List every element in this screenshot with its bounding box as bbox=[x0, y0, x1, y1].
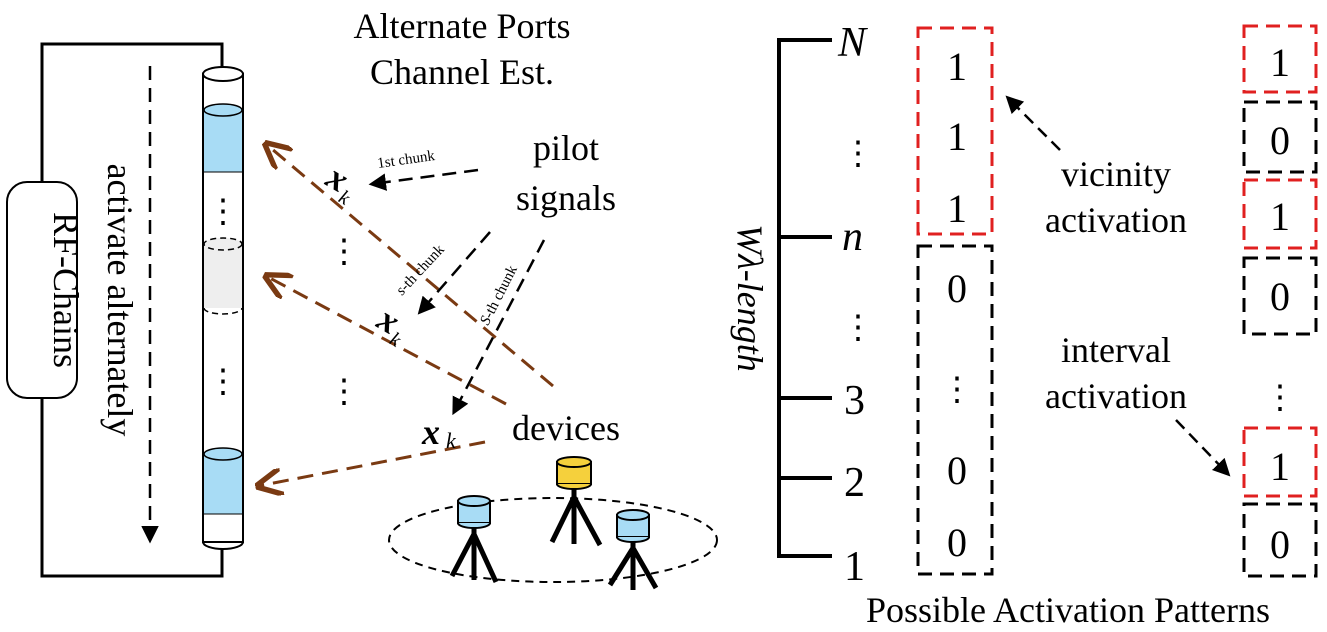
xk-symbol-2: x k bbox=[370, 298, 406, 352]
interval-label-line1: interval bbox=[1061, 330, 1171, 370]
interval-inactive-box bbox=[1242, 256, 1318, 336]
interval-label-line2: activation bbox=[1045, 376, 1187, 416]
index-axis bbox=[777, 38, 832, 558]
tick-ellipsis-lower: ⋮ bbox=[842, 310, 875, 346]
device-blue-left bbox=[449, 495, 499, 584]
rf-circuit bbox=[40, 42, 224, 578]
title-line1: Alternate Ports bbox=[354, 6, 571, 46]
device-blue-right bbox=[607, 509, 659, 590]
vicinity-active-box bbox=[916, 26, 994, 236]
rf-chains-box: RF-Chains bbox=[6, 181, 86, 399]
rf-chains-label: RF-Chains bbox=[46, 212, 86, 368]
chunk-first-label: 1st chunk bbox=[376, 148, 436, 172]
interval-inactive-box bbox=[1242, 100, 1318, 174]
vicinity-inactive-box bbox=[916, 244, 994, 576]
interval-ellipsis: ⋮ bbox=[1264, 380, 1297, 416]
svg-text:x: x bbox=[421, 412, 440, 452]
tick-1: 1 bbox=[844, 544, 865, 590]
interval-bit: 0 bbox=[1270, 274, 1290, 319]
port-active-bottom bbox=[204, 454, 242, 514]
interval-active-box bbox=[1242, 426, 1318, 498]
chunk-S-label: S-th chunk bbox=[477, 263, 521, 328]
interval-pattern-column: 1 0 1 0 ⋮ 1 0 bbox=[1242, 24, 1318, 578]
interval-bit: 1 bbox=[1270, 444, 1290, 489]
device-area bbox=[388, 497, 718, 583]
tick-ellipsis-upper: ⋮ bbox=[842, 136, 875, 172]
port-inactive-middle bbox=[204, 244, 242, 308]
tick-N: N bbox=[837, 20, 868, 66]
port-active-top bbox=[204, 110, 242, 172]
interval-bit: 0 bbox=[1270, 522, 1290, 567]
pilot-label-line2: signals bbox=[516, 178, 616, 218]
signal-ellipsis-upper: ⋮ bbox=[328, 234, 361, 270]
interval-inactive-box bbox=[1242, 502, 1318, 578]
interval-bit: 1 bbox=[1270, 194, 1290, 239]
axis-title: Wλ-length bbox=[730, 224, 770, 372]
xk-symbol-1: x k bbox=[319, 156, 355, 210]
vicinity-bit: 1 bbox=[947, 186, 967, 231]
xk-symbol-3: x k bbox=[421, 412, 457, 453]
caption: Possible Activation Patterns bbox=[866, 590, 1270, 630]
interval-arrow bbox=[1175, 419, 1231, 477]
tick-3: 3 bbox=[844, 378, 865, 424]
chunk-S-rest: -th chunk bbox=[481, 263, 521, 322]
title-line2: Channel Est. bbox=[370, 52, 554, 92]
signal-ellipsis-lower: ⋮ bbox=[328, 374, 361, 410]
pilot-label-line1: pilot bbox=[533, 128, 599, 168]
vicinity-label-line2: activation bbox=[1045, 200, 1187, 240]
interval-active-box bbox=[1242, 24, 1318, 94]
vicinity-bit: 0 bbox=[947, 266, 967, 311]
tube-ellipsis-upper: ⋮ bbox=[207, 194, 240, 230]
vicinity-bit: 1 bbox=[947, 44, 967, 89]
chunk-s-rest: -th chunk bbox=[397, 241, 448, 294]
pilot-arrows bbox=[368, 168, 546, 416]
vicinity-bit: 0 bbox=[947, 520, 967, 565]
svg-text:k: k bbox=[446, 428, 457, 453]
vicinity-label-line1: vicinity bbox=[1061, 154, 1171, 194]
device-yellow bbox=[549, 456, 603, 547]
vicinity-bit: 0 bbox=[947, 448, 967, 493]
interval-active-box bbox=[1242, 178, 1318, 250]
tick-2: 2 bbox=[844, 460, 865, 506]
devices-label: devices bbox=[512, 408, 620, 448]
tick-n: n bbox=[842, 214, 863, 260]
signal-arrows bbox=[258, 144, 554, 486]
interval-bit: 0 bbox=[1270, 118, 1290, 163]
vicinity-pattern-column: 1 1 1 0 ⋮ 0 0 bbox=[916, 26, 994, 576]
vicinity-bit: 1 bbox=[947, 114, 967, 159]
activate-alternately-label: activate alternately bbox=[100, 164, 140, 437]
tube-ellipsis-lower: ⋮ bbox=[207, 364, 240, 400]
vicinity-ellipsis: ⋮ bbox=[941, 372, 974, 408]
vicinity-arrow bbox=[1005, 95, 1061, 151]
fluid-antenna-tube: ⋮ ⋮ bbox=[202, 66, 244, 550]
interval-bit: 1 bbox=[1270, 40, 1290, 85]
